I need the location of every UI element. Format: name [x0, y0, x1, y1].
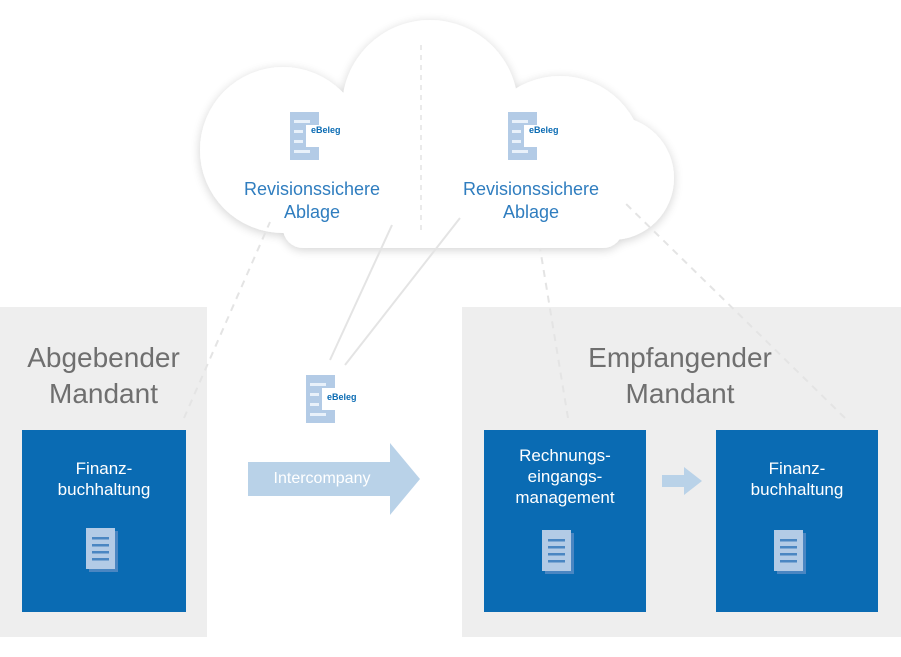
receiver-title-line1: Empfangender — [588, 342, 772, 373]
sender-title: Abgebender Mandant — [0, 340, 207, 412]
ebeleg-badge-right: eBeleg — [529, 125, 559, 135]
invoice-management-box: Rechnungs- eingangs- management — [484, 430, 646, 612]
ebeleg-badge-left: eBeleg — [311, 125, 341, 135]
document-icon — [86, 528, 118, 572]
connector-sender-to-archive — [183, 221, 271, 419]
sender-finance-line2: buchhaltung — [57, 480, 151, 499]
receiver-finance-line1: Finanz- — [768, 459, 826, 478]
receiver-title-line2: Mandant — [625, 378, 735, 409]
invoice-management-label: Rechnungs- eingangs- management — [484, 445, 646, 508]
connector-invoice-to-archive — [539, 247, 569, 419]
ebeleg-icon: eBeleg — [508, 112, 559, 160]
archive-label-right: Revisionssichere Ablage — [446, 178, 616, 224]
archive-label-right-line2: Ablage — [502, 202, 560, 222]
receiver-finance-line2: buchhaltung — [750, 480, 844, 499]
archive-label-right-line1: Revisionssichere — [462, 179, 600, 199]
sender-title-line2: Mandant — [49, 378, 158, 409]
document-icon — [774, 530, 806, 574]
archive-label-left-line1: Revisionssichere — [243, 179, 381, 199]
ebeleg-badge-transfer: eBeleg — [327, 392, 357, 402]
invoice-management-line3: management — [515, 488, 615, 507]
invoice-management-line2: eingangs- — [527, 467, 603, 486]
sender-finance-line1: Finanz- — [75, 459, 133, 478]
ebeleg-icon: eBeleg — [290, 112, 341, 160]
archive-label-left: Revisionssichere Ablage — [227, 178, 397, 224]
sender-finance-label: Finanz- buchhaltung — [22, 458, 186, 500]
process-arrow — [662, 467, 702, 495]
intercompany-arrow — [248, 443, 420, 515]
sender-title-line1: Abgebender — [27, 342, 180, 373]
receiver-finance-box: Finanz- buchhaltung — [716, 430, 878, 612]
archive-label-left-line2: Ablage — [283, 202, 341, 222]
ebeleg-icon: eBeleg — [306, 375, 357, 423]
document-icon — [542, 530, 574, 574]
intercompany-label: Intercompany — [273, 470, 371, 487]
receiver-title: Empfangender Mandant — [560, 340, 800, 412]
sender-finance-box: Finanz- buchhaltung — [22, 430, 186, 612]
connector-intercompany-to-left-archive — [329, 224, 393, 361]
connector-intercompany-to-right-archive — [344, 217, 461, 366]
invoice-management-line1: Rechnungs- — [519, 446, 611, 465]
receiver-finance-label: Finanz- buchhaltung — [716, 458, 878, 500]
